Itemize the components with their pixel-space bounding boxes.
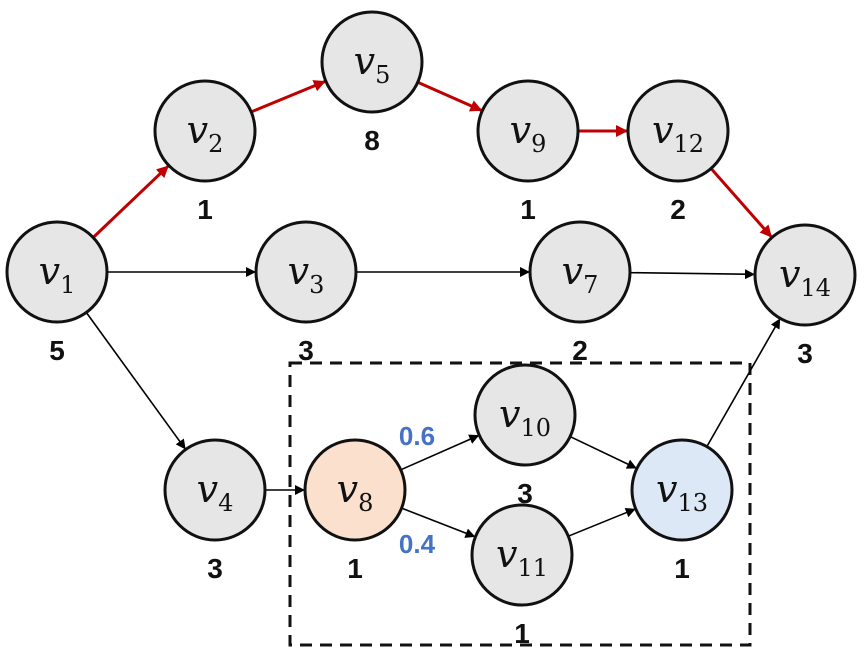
node-label-v2: v2 [187,108,224,158]
node-circle-v8 [303,438,407,542]
node-circle-v5 [320,10,424,114]
node-weight-v13: 1 [674,553,690,584]
node-circle-v9 [476,79,580,183]
edge-probability-v8-v11: 0.4 [399,529,436,559]
node-weight-v10: 3 [517,478,533,509]
node-circle-v10 [473,363,577,467]
node-weight-v14: 3 [797,338,813,369]
node-weight-v3: 3 [298,335,314,366]
edge-v2-v5 [250,80,326,114]
probability-labels-layer: 0.6 0.4 [399,421,436,559]
node-v5: v5 8 [320,10,424,156]
node-weight-v4: 3 [207,553,223,584]
edge-v8-v10 [400,434,480,471]
node-label-v8: v8 [337,467,374,517]
node-v12: v12 2 [626,79,730,225]
node-label-v14: v14 [779,252,831,302]
node-weight-v2: 1 [197,194,213,225]
edge-v10-v13 [569,435,637,469]
node-v14: v14 3 [753,223,857,369]
node-v11: v11 1 [470,503,574,649]
node-circle-v7 [528,220,632,324]
node-v13: v13 1 [630,438,734,584]
node-weight-v8: 1 [347,553,363,584]
edge-v11-v13 [568,507,636,537]
node-circle-v2 [153,79,257,183]
node-label-v10: v10 [499,392,551,442]
node-label-v11: v11 [496,532,548,582]
node-v3: v3 3 [254,220,358,366]
node-circle-v1 [5,220,109,324]
edges-layer [85,80,781,538]
edge-v8-v11 [401,507,476,538]
node-label-v5: v5 [354,39,391,89]
node-label-v13: v13 [656,467,708,517]
node-label-v4: v4 [197,467,234,517]
edge-probability-v8-v10: 0.6 [399,421,435,451]
edge-v13-v14 [706,318,781,447]
node-circle-v4 [163,438,267,542]
edge-v12-v14 [709,167,773,238]
node-weight-v7: 2 [572,335,588,366]
node-weight-v11: 1 [514,618,530,649]
node-circle-v13 [630,438,734,542]
node-circle-v12 [626,79,730,183]
node-label-v9: v9 [510,108,547,158]
edge-v5-v9 [417,80,483,112]
node-v7: v7 2 [528,220,632,366]
node-label-v3: v3 [288,249,325,299]
node-v8: v8 1 [303,438,407,584]
node-weight-v1: 5 [49,335,65,366]
node-label-v7: v7 [562,249,599,299]
node-circle-v3 [254,220,358,324]
edge-v1-v4 [85,312,186,450]
node-v1: v1 5 [5,220,109,366]
node-v2: v2 1 [153,79,257,225]
nodes-layer: v1 5 v2 1 v3 3 v4 3 v5 8 v7 2 v8 1 v9 1 v10 3 v11 1 v12 2 v13 1… [5,10,857,649]
node-label-v12: v12 [652,108,704,158]
edge-v7-v14 [629,269,756,280]
node-v9: v9 1 [476,79,580,225]
conditional-subgraph-box [288,361,752,647]
node-label-v1: v1 [39,249,76,299]
node-weight-v9: 1 [520,194,536,225]
node-circle-v11 [470,503,574,607]
edge-v1-v2 [92,165,170,239]
node-weight-v5: 8 [364,125,380,156]
node-weight-v12: 2 [670,194,686,225]
node-v10: v10 3 [473,363,577,509]
node-circle-v14 [753,223,857,327]
node-v4: v4 3 [163,438,267,584]
